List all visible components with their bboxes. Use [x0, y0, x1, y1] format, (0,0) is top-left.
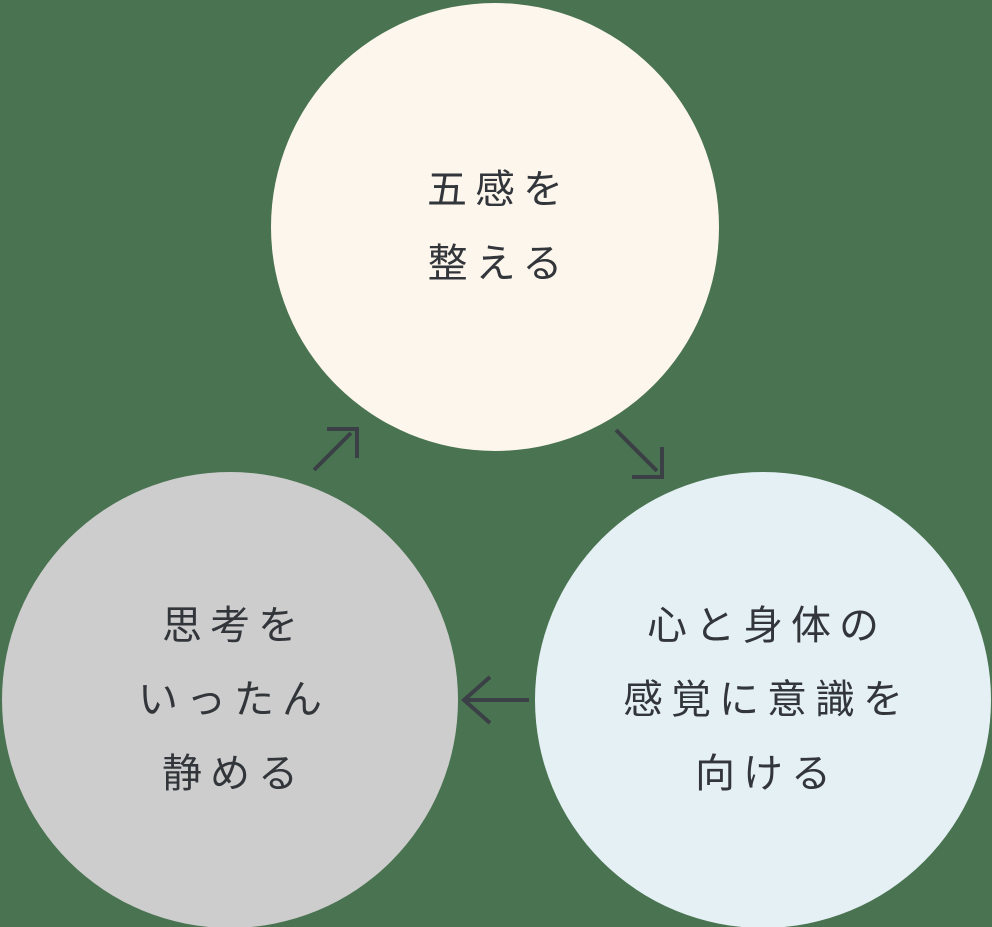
arrow-left-icon: [460, 675, 529, 725]
circle-quiet-thoughts: 思考を いったん 静める: [2, 472, 458, 927]
circle-label-line: 心と身体の: [647, 603, 887, 648]
circle-five-senses: 五感を 整える: [271, 3, 719, 451]
circle-label-line: 整える: [427, 241, 571, 286]
circle-label-line: 静める: [162, 751, 306, 796]
circle-mind-body-awareness: 心と身体の 感覚に意識を 向ける: [535, 472, 991, 927]
circle-label-line: 感覚に意識を: [623, 677, 911, 722]
circle-label-line: いったん: [138, 677, 330, 722]
circle-five-senses-label: 五感を 整える: [419, 153, 571, 301]
arrow-down-right-icon: [614, 428, 664, 479]
circle-quiet-thoughts-label: 思考を いったん 静める: [130, 589, 330, 811]
circle-label-line: 五感を: [427, 167, 571, 212]
arrow-up-right-icon: [312, 427, 359, 472]
circle-label-line: 向ける: [695, 751, 839, 796]
circle-mind-body-awareness-label: 心と身体の 感覚に意識を 向ける: [615, 589, 911, 811]
circle-label-line: 思考を: [162, 603, 306, 648]
